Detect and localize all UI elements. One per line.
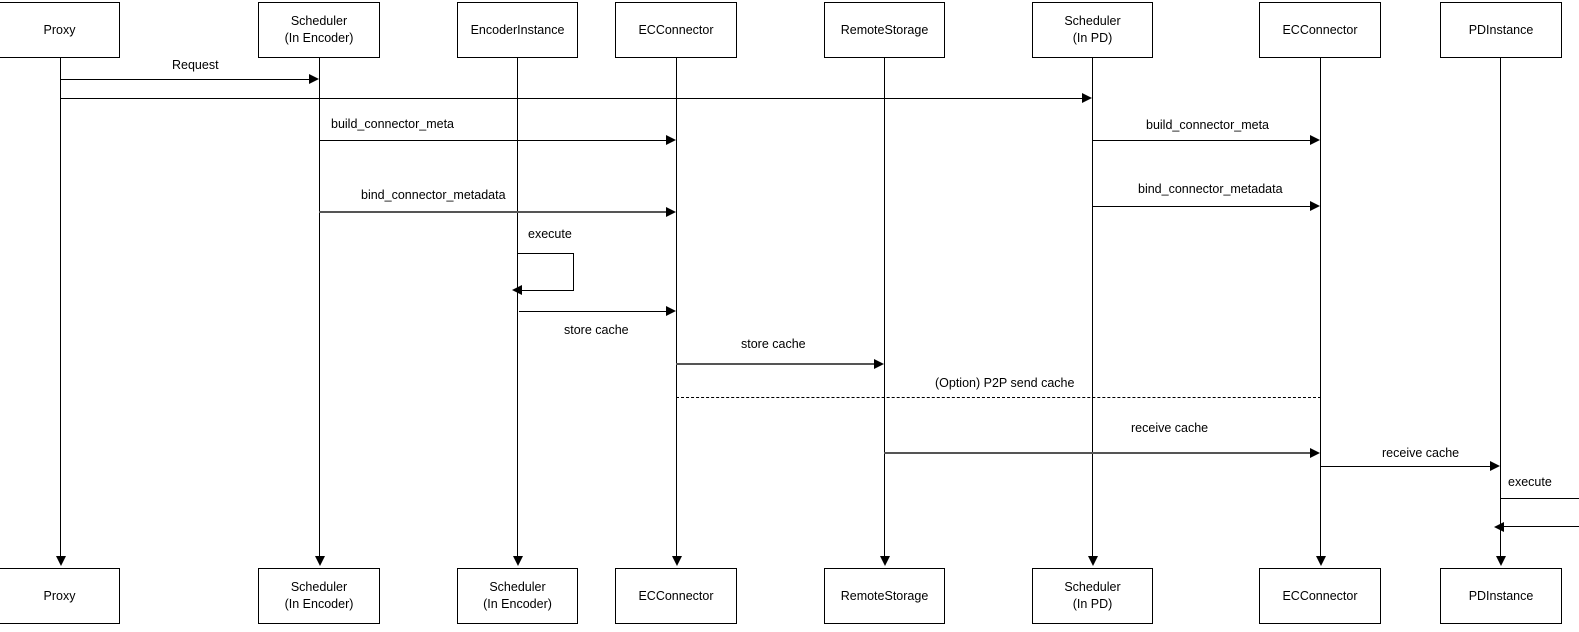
participant-label: RemoteStorage xyxy=(840,588,929,603)
message-label-p2p-send-cache: (Option) P2P send cache xyxy=(935,376,1075,390)
message-arrowhead-receive-cache-remote xyxy=(1310,448,1320,458)
lifeline-end-arrow-proxy xyxy=(56,556,66,566)
participant-box-bottom-proxy[interactable]: Proxy xyxy=(0,568,120,624)
participant-label: Proxy xyxy=(43,22,76,37)
message-label-receive-cache-pdinstance: receive cache xyxy=(1382,446,1460,460)
participant-label: EncoderInstance xyxy=(470,22,565,37)
participant-label: ECConnector xyxy=(638,22,714,37)
participant-label: Scheduler (In Encoder) xyxy=(483,580,552,611)
participant-box-bottom-ecconnector-encoder[interactable]: ECConnector xyxy=(615,568,737,624)
lifeline-proxy xyxy=(60,58,61,563)
participant-box-bottom-scheduler-in-pd[interactable]: Scheduler (In PD) xyxy=(1032,568,1153,624)
participant-box-bottom-pdinstance[interactable]: PDInstance xyxy=(1440,568,1562,624)
message-line-bind-connector-metadata-encoder[interactable] xyxy=(319,211,667,213)
message-arrowhead-proxy-to-scheduler-pd xyxy=(1082,93,1092,103)
lifeline-end-arrow-ecconnector-pd xyxy=(1316,556,1326,566)
self-loop-label-execute-encoder-instance: execute xyxy=(528,227,572,241)
message-label-build-connector-meta-pd: build_connector_meta xyxy=(1146,118,1269,132)
message-label-store-cache-encoder: store cache xyxy=(564,323,629,337)
participant-box-bottom-remotestorage[interactable]: RemoteStorage xyxy=(824,568,945,624)
participant-label: ECConnector xyxy=(638,588,714,603)
lifeline-ecconnector-pd xyxy=(1320,58,1321,563)
lifeline-end-arrow-remotestorage xyxy=(880,556,890,566)
message-arrowhead-store-cache-remote xyxy=(874,359,884,369)
participant-box-bottom-encoderinstance[interactable]: Scheduler (In Encoder) xyxy=(457,568,578,624)
message-arrowhead-build-connector-meta-pd xyxy=(1310,135,1320,145)
self-loop-execute-pdinstance[interactable] xyxy=(1501,498,1579,527)
message-label-request: Request xyxy=(172,58,219,72)
message-line-receive-cache-remote[interactable] xyxy=(884,452,1311,454)
lifeline-sched-pd xyxy=(1092,58,1093,563)
participant-box-top-ecconnector-encoder[interactable]: ECConnector xyxy=(615,2,737,58)
message-arrowhead-bind-connector-metadata-encoder xyxy=(666,207,676,217)
message-label-bind-connector-metadata-pd: bind_connector_metadata xyxy=(1138,182,1283,196)
self-loop-arrowhead-execute-encoder-instance xyxy=(512,285,522,295)
participant-box-top-remotestorage[interactable]: RemoteStorage xyxy=(824,2,945,58)
message-label-store-cache-remote: store cache xyxy=(741,337,806,351)
message-line-bind-connector-metadata-pd[interactable] xyxy=(1092,206,1311,207)
lifeline-end-arrow-pdinstance xyxy=(1496,556,1506,566)
participant-label: Scheduler (In Encoder) xyxy=(284,580,354,611)
message-line-build-connector-meta-pd[interactable] xyxy=(1092,140,1311,141)
participant-box-bottom-ecconnector-pd[interactable]: ECConnector xyxy=(1259,568,1381,624)
message-line-store-cache-encoder[interactable] xyxy=(519,311,667,312)
participant-label: Scheduler (In Encoder) xyxy=(284,14,354,45)
self-loop-execute-encoder-instance[interactable] xyxy=(518,253,574,291)
participant-box-top-ecconnector-pd[interactable]: ECConnector xyxy=(1259,2,1381,58)
message-line-receive-cache-pdinstance[interactable] xyxy=(1320,466,1491,467)
participant-box-top-scheduler-in-encoder[interactable]: Scheduler (In Encoder) xyxy=(258,2,380,58)
participant-label: PDInstance xyxy=(1468,22,1534,37)
participant-label: Proxy xyxy=(43,588,76,603)
lifeline-end-arrow-sched-enc xyxy=(315,556,325,566)
participant-label: PDInstance xyxy=(1468,588,1534,603)
message-line-store-cache-remote[interactable] xyxy=(676,363,875,365)
message-line-p2p-send-cache[interactable] xyxy=(676,397,1321,398)
participant-label: ECConnector xyxy=(1282,588,1358,603)
self-loop-label-execute-pdinstance: execute xyxy=(1508,475,1552,489)
message-arrowhead-receive-cache-pdinstance xyxy=(1490,461,1500,471)
lifeline-sched-enc xyxy=(319,58,320,563)
message-line-request[interactable] xyxy=(60,79,310,80)
participant-box-top-pdinstance[interactable]: PDInstance xyxy=(1440,2,1562,58)
participant-label: Scheduler (In PD) xyxy=(1064,14,1121,45)
message-arrowhead-bind-connector-metadata-pd xyxy=(1310,201,1320,211)
participant-label: ECConnector xyxy=(1282,22,1358,37)
participant-label: Scheduler (In PD) xyxy=(1064,580,1121,611)
message-arrowhead-build-connector-meta-encoder xyxy=(666,135,676,145)
message-line-proxy-to-scheduler-pd[interactable] xyxy=(60,98,1083,99)
lifeline-encoder-instance xyxy=(517,58,518,563)
lifeline-end-arrow-encoder-instance xyxy=(513,556,523,566)
participant-box-bottom-scheduler-in-encoder[interactable]: Scheduler (In Encoder) xyxy=(258,568,380,624)
lifeline-ecconnector-enc xyxy=(676,58,677,563)
participant-box-top-scheduler-in-pd[interactable]: Scheduler (In PD) xyxy=(1032,2,1153,58)
participant-box-top-encoderinstance[interactable]: EncoderInstance xyxy=(457,2,578,58)
message-arrowhead-request xyxy=(309,74,319,84)
participant-label: RemoteStorage xyxy=(840,22,929,37)
participant-box-top-proxy[interactable]: Proxy xyxy=(0,2,120,58)
message-label-bind-connector-metadata-encoder: bind_connector_metadata xyxy=(361,188,506,202)
lifeline-end-arrow-sched-pd xyxy=(1088,556,1098,566)
lifeline-pdinstance xyxy=(1500,58,1501,563)
lifeline-remotestorage xyxy=(884,58,885,563)
lifeline-end-arrow-ecconnector-enc xyxy=(672,556,682,566)
message-label-build-connector-meta-encoder: build_connector_meta xyxy=(331,117,454,131)
message-arrowhead-store-cache-encoder xyxy=(666,306,676,316)
self-loop-arrowhead-execute-pdinstance xyxy=(1494,522,1504,532)
message-line-build-connector-meta-encoder[interactable] xyxy=(319,140,667,141)
message-label-receive-cache-remote: receive cache xyxy=(1131,421,1209,435)
